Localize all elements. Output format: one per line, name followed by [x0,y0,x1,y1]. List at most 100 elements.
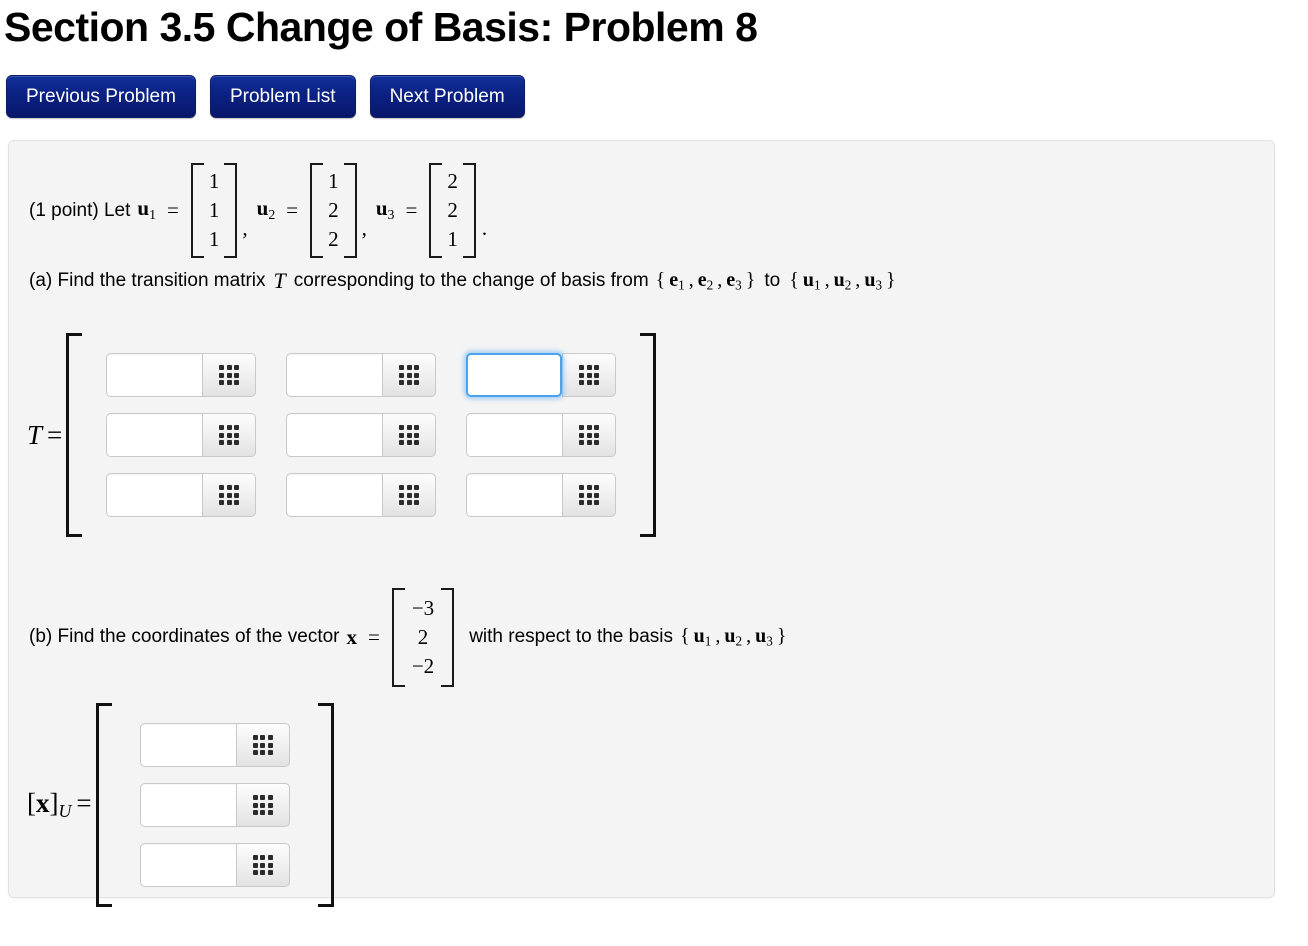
vector-u1: 1 1 1 [190,162,238,258]
part-a-text-2: corresponding to the change of basis fro… [293,270,649,292]
grid-dots-icon-button-b-1[interactable] [235,723,290,768]
coordinate-input-1[interactable] [139,723,236,768]
matrix-bracket-right [640,333,657,538]
grid-dots-icon [252,735,273,756]
coordinate-vector-answer-block: [x]U= [25,703,1256,908]
problem-statement: (1 point) Let u1 = 1 1 1 , u2 = 1 2 2 , … [25,155,1256,265]
part-b-basis: { u1 , u2 , u3 } [680,624,787,649]
grid-dots-icon-button-3-3[interactable] [562,473,617,518]
grid-dots-icon [219,485,240,506]
grid-dots-icon-button-1-3[interactable] [562,353,617,398]
bracket-left [391,587,405,687]
coordinate-input-3[interactable] [139,843,236,888]
coordinate-bracket-right [317,703,334,908]
coordinate-vector-label: [x]U= [27,788,92,822]
matrix-input-3-3[interactable] [466,473,563,518]
table-row [106,413,617,458]
grid-dots-icon [252,795,273,816]
coordinate-cell-3 [139,843,290,888]
equals-sign-3: = [405,197,418,222]
matrix-t-label: T= [27,419,63,450]
matrix-input-2-2[interactable] [286,413,383,458]
problem-list-button[interactable]: Problem List [209,75,356,119]
matrix-input-1-1[interactable] [106,353,203,398]
part-b-text-2: with respect to the basis [469,626,674,648]
equals-sign-x: = [368,624,380,649]
bracket-right [462,162,476,258]
matrix-cell-2-2 [286,413,437,458]
equals-sign-1: = [167,197,179,222]
matrix-input-2-1[interactable] [106,413,203,458]
points-label: (1 point) Let [29,199,131,221]
matrix-input-1-3[interactable] [466,353,563,398]
next-problem-button[interactable]: Next Problem [369,75,525,119]
bracket-right [441,587,455,687]
x-value-1: −3 [411,595,435,620]
transition-matrix-answer-block: T= [25,333,1256,538]
part-a-prompt: (a) Find the transition matrix T corresp… [25,265,1256,297]
vector-x-symbol: x [346,624,358,649]
comma-1: , [242,216,248,241]
part-b-prompt: (b) Find the coordinates of the vector x… [25,585,1256,689]
matrix-cell-2-1 [106,413,257,458]
grid-dots-icon [579,485,600,506]
grid-dots-icon-button-3-2[interactable] [382,473,437,518]
u3-value-1: 2 [447,168,458,193]
matrix-input-grid [82,333,640,537]
u3-value-2: 2 [447,197,458,222]
matrix-cell-3-2 [286,473,437,518]
part-b-text-1: (b) Find the coordinates of the vector [29,626,340,648]
bracket-right [343,162,357,258]
bracket-left [429,162,443,258]
grid-dots-icon [579,425,600,446]
grid-dots-icon [219,425,240,446]
part-a-text-1: (a) Find the transition matrix [29,270,266,292]
grid-dots-icon-button-3-1[interactable] [202,473,257,518]
part-a-matrix-symbol: T [273,268,286,294]
previous-problem-button[interactable]: Previous Problem [6,75,196,119]
matrix-cell-3-3 [466,473,617,518]
grid-dots-icon [252,855,273,876]
vector-u2: 1 2 2 [310,162,357,258]
grid-dots-icon [399,485,420,506]
bracket-left [310,162,324,258]
u3-value-3: 1 [447,226,458,251]
period-1: . [481,216,488,241]
u2-value-2: 2 [328,197,339,222]
table-row [106,353,617,398]
coordinate-input-2[interactable] [139,783,236,828]
matrix-cell-1-2 [286,353,437,398]
u2-symbol: u2 [256,196,276,223]
grid-dots-icon-button-1-2[interactable] [382,353,437,398]
u3-symbol: u3 [375,196,395,223]
u1-value-2: 1 [208,197,220,222]
bracket-right [224,162,238,258]
part-a-text-3: to [764,270,781,292]
grid-dots-icon-button-2-2[interactable] [382,413,437,458]
matrix-input-1-2[interactable] [286,353,383,398]
equals-sign-2: = [286,197,299,222]
matrix-input-2-3[interactable] [466,413,563,458]
grid-dots-icon-button-2-3[interactable] [562,413,617,458]
matrix-input-3-1[interactable] [106,473,203,518]
matrix-cell-2-3 [466,413,617,458]
coordinate-bracket-left [95,703,112,908]
matrix-cell-1-1 [106,353,257,398]
u1-symbol: u1 [137,196,157,223]
x-value-2: 2 [417,624,429,649]
grid-dots-icon-button-2-1[interactable] [202,413,257,458]
coordinate-cell-2 [139,783,290,828]
matrix-input-3-2[interactable] [286,473,383,518]
grid-dots-icon-button-1-1[interactable] [202,353,257,398]
matrix-cell-1-3 [466,353,617,398]
page-title: Section 3.5 Change of Basis: Problem 8 [4,4,758,50]
table-row [106,473,617,518]
u1-value-3: 1 [208,226,220,251]
comma-2: , [361,216,367,241]
coordinate-cell-1 [139,723,290,768]
part-a-basis-from: { e1 , e2 , e3 } [655,268,756,293]
matrix-cell-3-1 [106,473,257,518]
problem-panel: (1 point) Let u1 = 1 1 1 , u2 = 1 2 2 , … [8,140,1275,908]
grid-dots-icon-button-b-3[interactable] [235,843,290,888]
grid-dots-icon-button-b-2[interactable] [235,783,290,828]
